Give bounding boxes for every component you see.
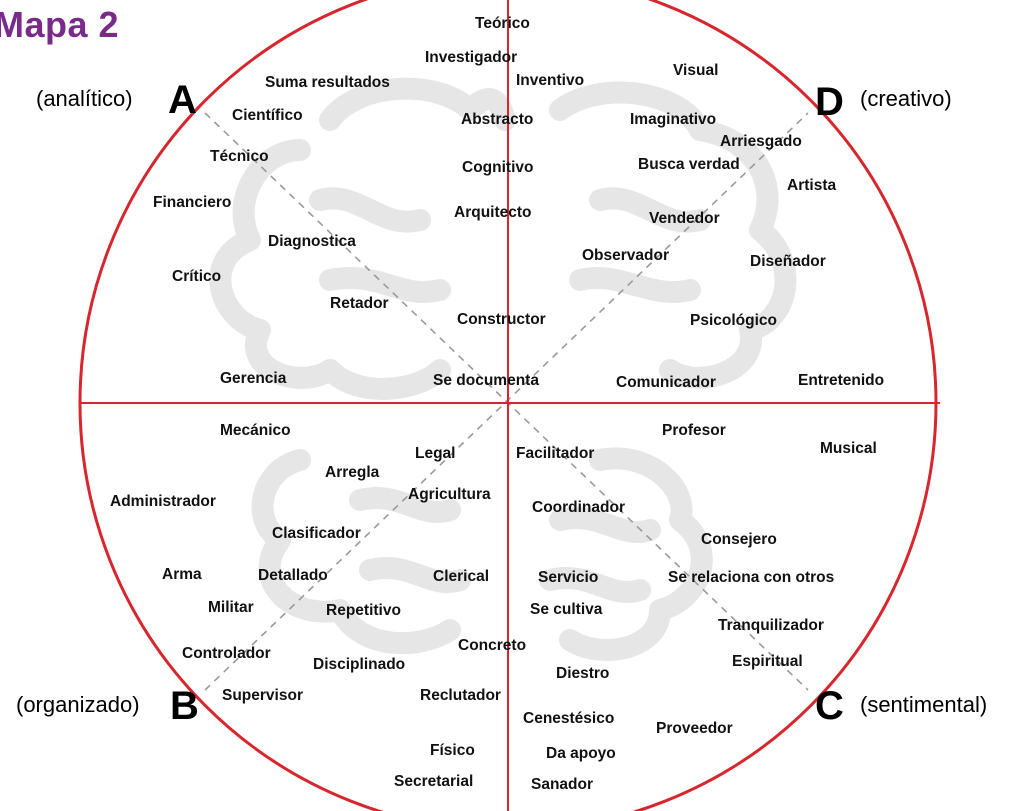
trait-word-d: Imaginativo bbox=[630, 111, 717, 128]
quadrant-c-name: (sentimental) bbox=[860, 692, 988, 717]
trait-word-a: Financiero bbox=[153, 194, 232, 211]
trait-word-c: Consejero bbox=[701, 531, 777, 548]
trait-word-a: Abstracto bbox=[461, 111, 534, 128]
trait-word-b: Administrador bbox=[110, 493, 216, 510]
trait-word-c: Sanador bbox=[531, 776, 594, 793]
trait-word-a: Suma resultados bbox=[265, 74, 390, 91]
trait-word-d: Arriesgado bbox=[720, 133, 802, 150]
trait-word-a: Diagnostica bbox=[268, 233, 356, 250]
trait-word-c: Coordinador bbox=[532, 499, 625, 516]
diagonal-b-d bbox=[204, 112, 809, 691]
quadrant-a-letter: A bbox=[168, 78, 197, 122]
trait-word-b: Repetitivo bbox=[326, 602, 401, 619]
trait-word-a: Cognitivo bbox=[462, 159, 534, 176]
trait-word-c: Proveedor bbox=[656, 720, 733, 737]
trait-word-d: Comunicador bbox=[616, 374, 716, 391]
trait-word-c: Se cultiva bbox=[530, 601, 603, 618]
quadrant-b-letter: B bbox=[170, 684, 199, 728]
trait-word-b: Secretarial bbox=[394, 773, 474, 790]
trait-word-c: Concreto bbox=[458, 637, 527, 654]
trait-word-a: Técnico bbox=[210, 148, 269, 165]
trait-word-b: Físico bbox=[430, 742, 475, 759]
trait-word-d: Artista bbox=[787, 177, 837, 194]
trait-word-b: Detallado bbox=[258, 567, 328, 584]
trait-word-b: Clasificador bbox=[272, 525, 361, 542]
trait-word-b: Clerical bbox=[433, 568, 490, 585]
trait-word-b: Agricultura bbox=[408, 486, 491, 503]
page-title: Mapa 2 bbox=[0, 4, 120, 45]
trait-word-b: Mecánico bbox=[220, 422, 291, 439]
trait-word-c: Servicio bbox=[538, 569, 599, 586]
trait-word-c: Profesor bbox=[662, 422, 726, 439]
quadrant-d-name: (creativo) bbox=[860, 86, 952, 111]
trait-word-d: Teórico bbox=[475, 15, 530, 32]
trait-word-c: Cenestésico bbox=[523, 710, 615, 727]
trait-word-a: Crítico bbox=[172, 268, 222, 285]
trait-word-b: Reclutador bbox=[420, 687, 501, 704]
trait-word-a: Arquitecto bbox=[454, 204, 532, 221]
trait-word-c: Tranquilizador bbox=[718, 617, 824, 634]
trait-word-d: Vendedor bbox=[649, 210, 720, 227]
trait-word-b: Arma bbox=[162, 566, 202, 583]
trait-word-b: Arregla bbox=[325, 464, 380, 481]
trait-word-b: Supervisor bbox=[222, 687, 303, 704]
trait-word-c: Da apoyo bbox=[546, 745, 616, 762]
trait-word-a: Se documenta bbox=[433, 372, 539, 389]
brain-watermark bbox=[209, 77, 797, 661]
quadrant-b-name: (organizado) bbox=[16, 692, 140, 717]
trait-word-b: Disciplinado bbox=[313, 656, 406, 673]
quadrant-a-name: (analítico) bbox=[36, 86, 133, 111]
trait-word-b: Controlador bbox=[182, 645, 271, 662]
trait-word-d: Observador bbox=[582, 247, 670, 264]
trait-word-d: Entretenido bbox=[798, 372, 885, 389]
trait-word-a: Científico bbox=[232, 107, 303, 124]
trait-word-d: Inventivo bbox=[516, 72, 585, 89]
quadrant-d-letter: D bbox=[815, 80, 844, 124]
trait-word-d: Diseñador bbox=[750, 253, 826, 270]
trait-word-a: Investigador bbox=[425, 49, 518, 66]
trait-word-b: Militar bbox=[208, 599, 254, 616]
trait-word-c: Espiritual bbox=[732, 653, 803, 670]
trait-word-a: Constructor bbox=[457, 311, 546, 328]
trait-word-d: Visual bbox=[673, 62, 719, 79]
diagonal-guides bbox=[204, 112, 809, 691]
trait-word-b: Legal bbox=[415, 445, 456, 462]
quadrant-c-letter: C bbox=[815, 684, 844, 728]
trait-word-a: Gerencia bbox=[220, 370, 287, 387]
trait-word-c: Facilitador bbox=[516, 445, 595, 462]
trait-word-a: Retador bbox=[330, 295, 389, 312]
trait-word-c: Se relaciona con otros bbox=[668, 569, 835, 586]
trait-word-c: Musical bbox=[820, 440, 877, 457]
trait-word-d: Busca verdad bbox=[638, 156, 740, 173]
trait-word-d: Psicológico bbox=[690, 312, 777, 329]
trait-word-c: Diestro bbox=[556, 665, 610, 682]
